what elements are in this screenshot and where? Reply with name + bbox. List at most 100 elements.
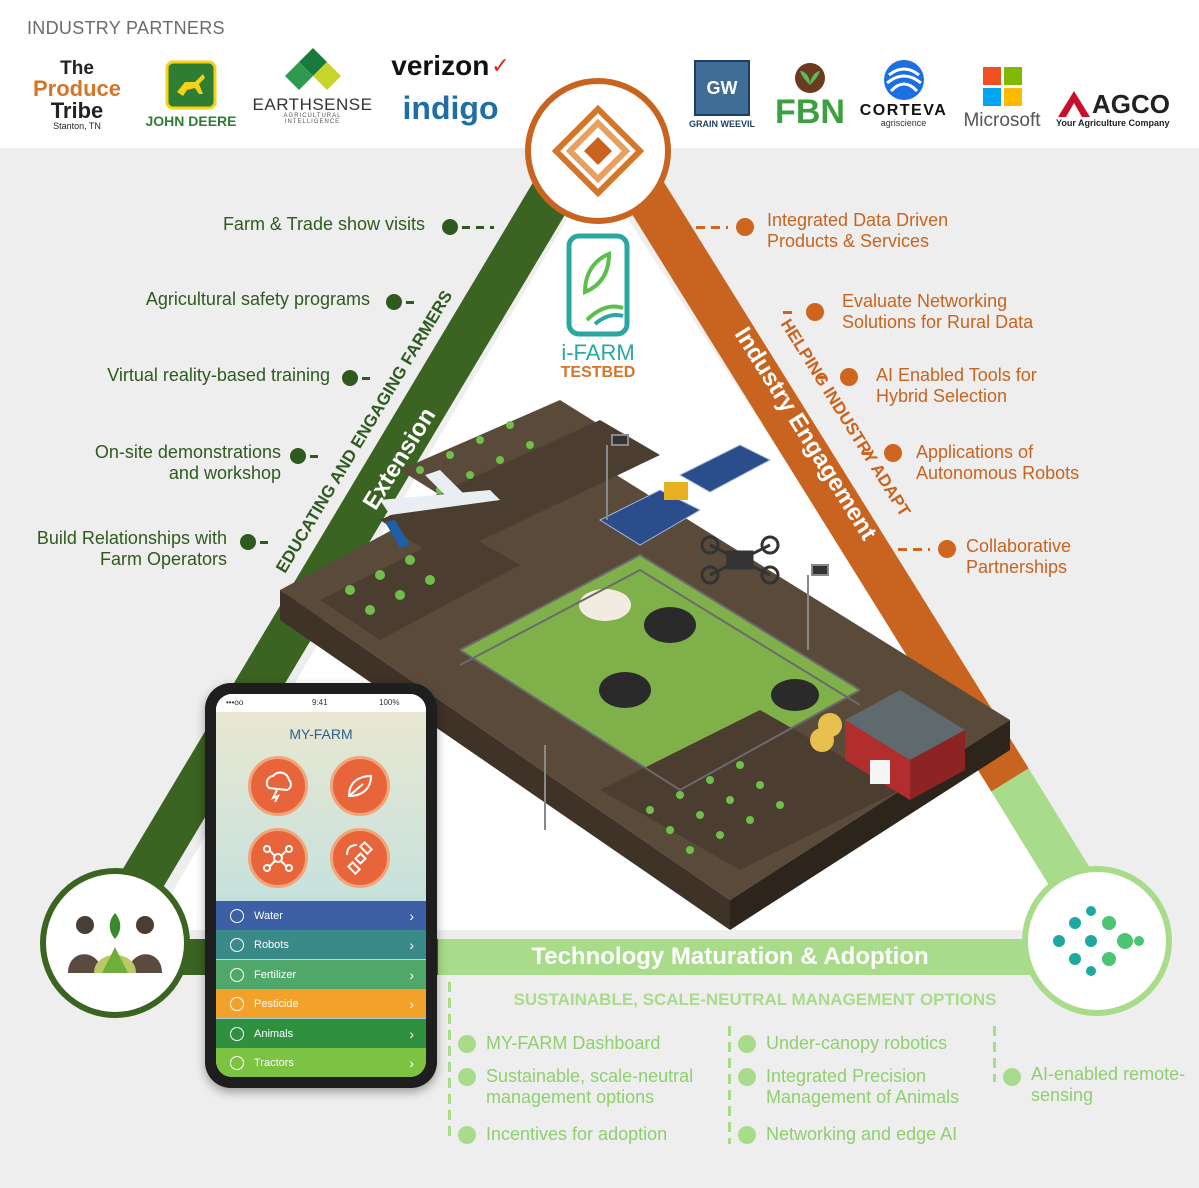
left-item-2: Agricultural safety programs [145, 289, 370, 309]
technology-subtitle: SUSTAINABLE, SCALE-NEUTRAL MANAGEMENT OP… [513, 990, 997, 1009]
left-item-1: Farm & Trade show visits [222, 214, 425, 234]
left-item-4-dot [290, 448, 306, 464]
col1-item-1-dot [458, 1035, 476, 1053]
microsoft-logo: Microsoft [958, 64, 1046, 132]
menu-item-fertilizer[interactable]: Fertilizer › [216, 960, 426, 989]
ifarm-maze-icon [551, 104, 645, 198]
right-item-2-dot [806, 303, 824, 321]
left-item-2-dot [386, 294, 402, 310]
col2-item-1: Under-canopy robotics [766, 1033, 948, 1053]
john-deere-logo: JOHN DEERE [136, 56, 246, 132]
menu-item-label: Robots [254, 938, 289, 951]
chevron-right-icon: › [409, 966, 414, 983]
col2-item-3: Networking and edge AI [766, 1124, 958, 1144]
agco-triangle-icon [1058, 90, 1090, 117]
phone-mockup: •••oo 9:41 100% MY-FARM [205, 683, 437, 1088]
right-item-4-dot [884, 444, 902, 462]
weather-tile[interactable] [248, 756, 308, 816]
right-item-5-dot [938, 540, 956, 558]
right-item-2-connector [783, 311, 797, 314]
community-icon [68, 913, 162, 973]
water-icon [230, 908, 244, 923]
right-node [1022, 866, 1172, 1016]
right-item-2: Evaluate Networking Solutions for Rural … [842, 291, 1034, 332]
menu-item-robots[interactable]: Robots › [216, 930, 426, 959]
agco-logo: AGCO Your Agriculture Company [1056, 88, 1170, 128]
grain-weevil-logo: GW GRAIN WEEVIL [682, 58, 762, 130]
chevron-right-icon: › [409, 936, 414, 953]
livestock [579, 589, 819, 711]
right-item-3-connector [818, 376, 832, 379]
menu-list: Water › Robots › Fertilizer › Pesticide … [216, 901, 426, 1077]
chevron-right-icon: › [409, 995, 414, 1012]
app-title: MY-FARM [289, 726, 353, 742]
left-item-4-connector [310, 455, 324, 458]
col3-divider [993, 1026, 996, 1082]
menu-item-tractors[interactable]: Tractors › [216, 1048, 426, 1077]
left-item-3-connector [362, 377, 376, 380]
top-node [525, 78, 671, 224]
network-tile[interactable] [248, 828, 308, 888]
col3-item-1-dot [1003, 1068, 1021, 1086]
col2-divider [728, 1026, 731, 1144]
chevron-right-icon: › [409, 1025, 414, 1042]
right-item-5-connector [898, 548, 930, 551]
battery-level: 100% [379, 698, 400, 707]
verizon-logo: verizon ✓ [391, 50, 510, 81]
menu-item-label: Tractors [254, 1056, 294, 1069]
col2-item-3-dot [738, 1126, 756, 1144]
col3-item-1: AI-enabled remote-sensing [1031, 1064, 1186, 1105]
left-item-3: Virtual reality-based training [107, 365, 330, 385]
col1-item-3-dot [458, 1126, 476, 1144]
leaf-icon [347, 774, 373, 798]
status-time: 9:41 [312, 698, 328, 707]
tractor-icon [230, 1055, 244, 1070]
phone-screen: •••oo 9:41 100% MY-FARM [216, 694, 426, 1077]
left-item-1-connector [462, 226, 494, 229]
network-icon [263, 845, 293, 872]
status-bar: •••oo 9:41 100% [216, 694, 426, 712]
left-item-5: Build Relationships with Farm Operators [36, 528, 227, 569]
pesticide-icon [230, 996, 244, 1011]
col1-item-1: MY-FARM Dashboard [486, 1033, 661, 1053]
drone [700, 535, 780, 585]
ifarm-logo: i-FARM TESTBED [548, 232, 648, 392]
satellite-icon [346, 841, 374, 875]
fertilizer-icon [230, 967, 244, 982]
technology-chevron-icon [1053, 906, 1144, 976]
chevron-right-icon: › [409, 907, 414, 924]
col1-divider [448, 982, 451, 1142]
airplane [380, 470, 500, 548]
technology-label: Technology Maturation & Adoption [531, 943, 929, 970]
menu-item-water[interactable]: Water › [216, 901, 426, 930]
weather-stations [544, 434, 829, 830]
crops-tile[interactable] [330, 756, 390, 816]
right-item-1-connector [696, 226, 728, 229]
section-title: INDUSTRY PARTNERS [27, 18, 225, 38]
col1-item-3: Incentives for adoption [486, 1124, 668, 1144]
left-item-3-dot [342, 370, 358, 386]
left-item-5-connector [260, 541, 274, 544]
menu-item-label: Water [254, 909, 283, 922]
right-item-1: Integrated Data Driven Products & Servic… [767, 210, 949, 251]
col2-item-1-dot [738, 1035, 756, 1053]
left-item-5-dot [240, 534, 256, 550]
right-item-4-connector [862, 452, 876, 455]
ifarm-title: i-FARM [561, 340, 635, 365]
left-item-4: On-site demonstrations and workshop [94, 442, 281, 483]
right-item-4: Applications of Autonomous Robots [916, 442, 1080, 483]
right-item-3-dot [840, 368, 858, 386]
deer-icon [165, 60, 217, 110]
menu-item-pesticide[interactable]: Pesticide › [216, 989, 426, 1018]
diamond-icon [284, 47, 341, 90]
chevron-right-icon: › [409, 1054, 414, 1071]
fbn-logo: FBN [772, 58, 848, 132]
col1-item-2-dot [458, 1068, 476, 1086]
extension-bar [90, 128, 600, 952]
menu-item-animals[interactable]: Animals › [216, 1019, 426, 1048]
ifarm-subtitle: TESTBED [560, 364, 636, 381]
col2-item-2-dot [738, 1068, 756, 1086]
satellite-tile[interactable] [330, 828, 390, 888]
solar-panel [598, 444, 772, 546]
fence [459, 553, 861, 792]
